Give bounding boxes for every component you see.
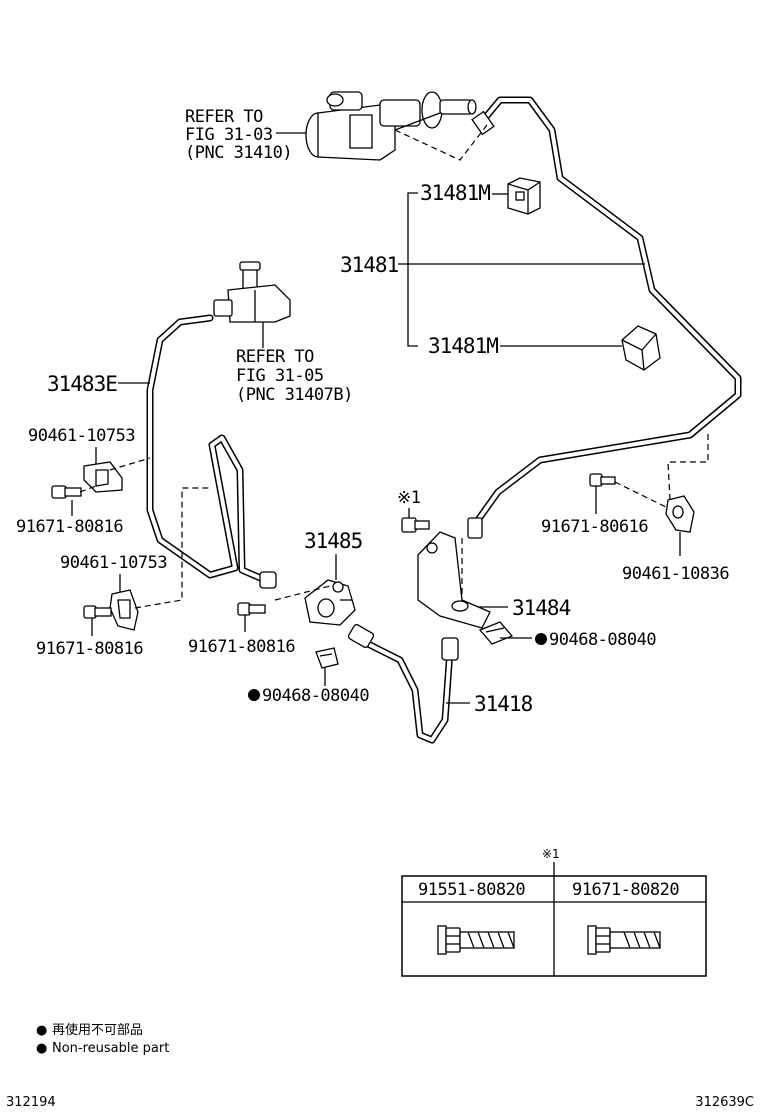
label-91671-80816-b: 91671-80816 [36, 639, 143, 659]
label-91671-80616: 91671-80616 [541, 517, 648, 537]
tee-fitting [213, 261, 291, 323]
legend-bullet-jp: ● [36, 1023, 47, 1038]
dash-bracket-a [109, 457, 151, 471]
pipe-31481 [474, 96, 742, 524]
bolt-91551-80820-image [437, 925, 515, 955]
clip-31481M-bottom [621, 325, 661, 371]
union-bracket-31485 [304, 579, 356, 626]
note-mark-diagram: ※1 [397, 488, 421, 508]
bracket-31484 [417, 531, 491, 629]
dash-91671-80616 [614, 481, 669, 509]
bolt-91671-80616 [589, 473, 616, 487]
bolt-91671-80820-image [587, 925, 661, 955]
refer2-line1: REFER TO [236, 347, 314, 367]
clip-90468-08040-right [478, 621, 514, 645]
label-31481M-bottom: 31481M [428, 334, 498, 358]
label-31481: 31481 [340, 253, 399, 277]
dash-90461-10836 [667, 430, 709, 501]
clip-31481M-top [507, 177, 541, 215]
refer2-line3: (PNC 31407B) [236, 385, 353, 405]
pipe-fitting-bottom [467, 517, 483, 539]
pipe-31483E-fitting [259, 571, 277, 589]
bolt-note1 [401, 517, 430, 533]
clamp-bracket-90461-10836 [665, 495, 695, 533]
legend-bullet-en: ● [36, 1041, 47, 1056]
label-91671-80816-c: 91671-80816 [188, 637, 295, 657]
label-31481M-top: 31481M [420, 181, 490, 205]
fastener-table [401, 875, 707, 977]
dash-bolt-a [79, 485, 97, 493]
clamp-bracket-a [83, 461, 123, 493]
clamp-bracket-b [109, 589, 139, 631]
bolt-91671-80816-b [83, 605, 112, 619]
hose-31418 [347, 624, 459, 744]
non-reusable-dot-right [535, 633, 547, 645]
table-col1-header: 91551-80820 [418, 880, 525, 900]
dash-bracket-b [134, 487, 212, 609]
bolt-91671-80816-a [51, 485, 82, 499]
label-90461-10753-a: 90461-10753 [28, 426, 135, 446]
refer1-line2: FIG 31-03 [185, 125, 273, 145]
table-col2-header: 91671-80820 [572, 880, 679, 900]
legend-line-en: Non-reusable part [52, 1041, 169, 1056]
bolt-91671-80816-c [237, 602, 266, 616]
footer-right-code: 312639C [695, 1095, 754, 1110]
label-31483E: 31483E [47, 372, 117, 396]
refer2-line2: FIG 31-05 [236, 366, 324, 386]
refer1-line1: REFER TO [185, 107, 263, 127]
clip-90468-08040-left [315, 647, 339, 669]
label-91671-80816-a: 91671-80816 [16, 517, 123, 537]
label-90461-10753-b: 90461-10753 [60, 553, 167, 573]
dash-mc-pipe [394, 124, 488, 161]
pipe-31483E [146, 314, 269, 584]
bracket-31481 [407, 192, 418, 347]
master-cylinder [305, 91, 477, 161]
non-reusable-dot-left [248, 689, 260, 701]
refer1-line3: (PNC 31410) [185, 143, 292, 163]
label-90468-08040-left: 90468-08040 [262, 686, 369, 706]
pipe-fitting-top [471, 110, 495, 136]
footer-left-code: 312194 [6, 1095, 56, 1110]
label-31484: 31484 [512, 596, 571, 620]
table-note-mark: ※1 [542, 847, 560, 861]
label-90461-10836: 90461-10836 [622, 564, 729, 584]
legend-line-jp: 再使用不可部品 [52, 1022, 143, 1038]
label-31485: 31485 [304, 529, 362, 553]
label-90468-08040-right: 90468-08040 [549, 630, 656, 650]
label-31418: 31418 [474, 692, 533, 716]
